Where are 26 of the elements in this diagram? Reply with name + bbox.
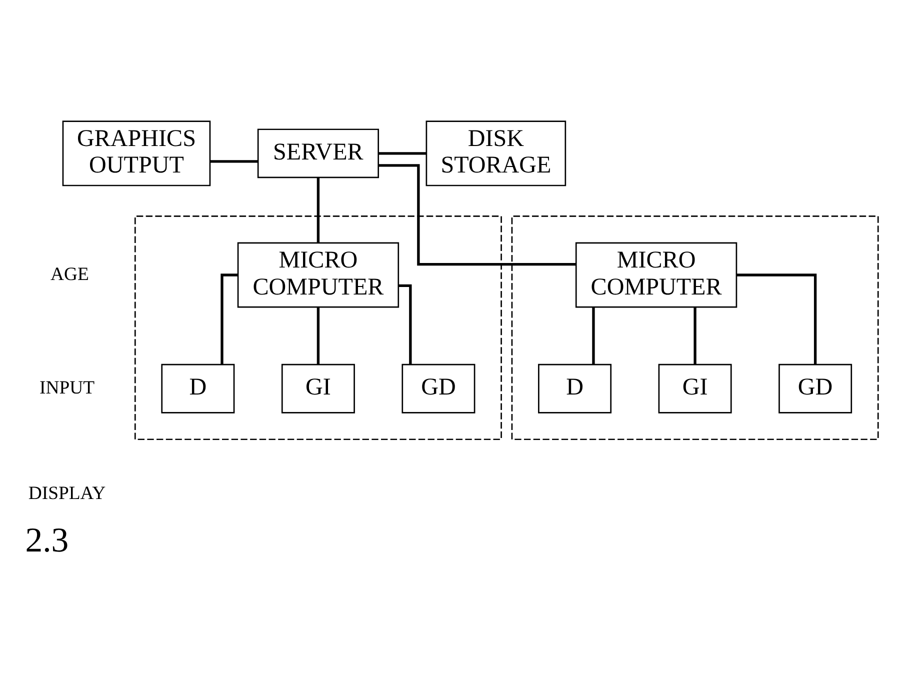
connector xyxy=(316,307,320,364)
connector xyxy=(694,307,696,364)
connector xyxy=(210,160,258,163)
node-box: D xyxy=(161,364,235,414)
connector xyxy=(378,164,576,266)
cluster xyxy=(134,216,502,440)
node-box: DISK STORAGE xyxy=(426,120,566,186)
node-box: SERVER xyxy=(257,128,379,178)
node-box: GD xyxy=(402,364,476,414)
connector xyxy=(736,274,817,364)
node-box: MICRO COMPUTER xyxy=(237,242,400,308)
cluster xyxy=(511,216,879,440)
label: AGE xyxy=(50,264,89,285)
connector xyxy=(378,152,426,155)
node-box: GI xyxy=(658,364,732,414)
node-box: MICRO COMPUTER xyxy=(575,242,738,308)
node-box: GRAPHICS OUTPUT xyxy=(62,120,211,186)
connector xyxy=(592,307,595,364)
node-box: D xyxy=(538,364,612,414)
label: DISPLAY xyxy=(28,483,106,504)
node-box: GI xyxy=(281,364,355,414)
connector xyxy=(316,178,320,243)
label: INPUT xyxy=(39,378,95,399)
connector xyxy=(398,284,412,364)
caption: 2.3 xyxy=(25,520,69,560)
node-box: GD xyxy=(778,364,852,414)
